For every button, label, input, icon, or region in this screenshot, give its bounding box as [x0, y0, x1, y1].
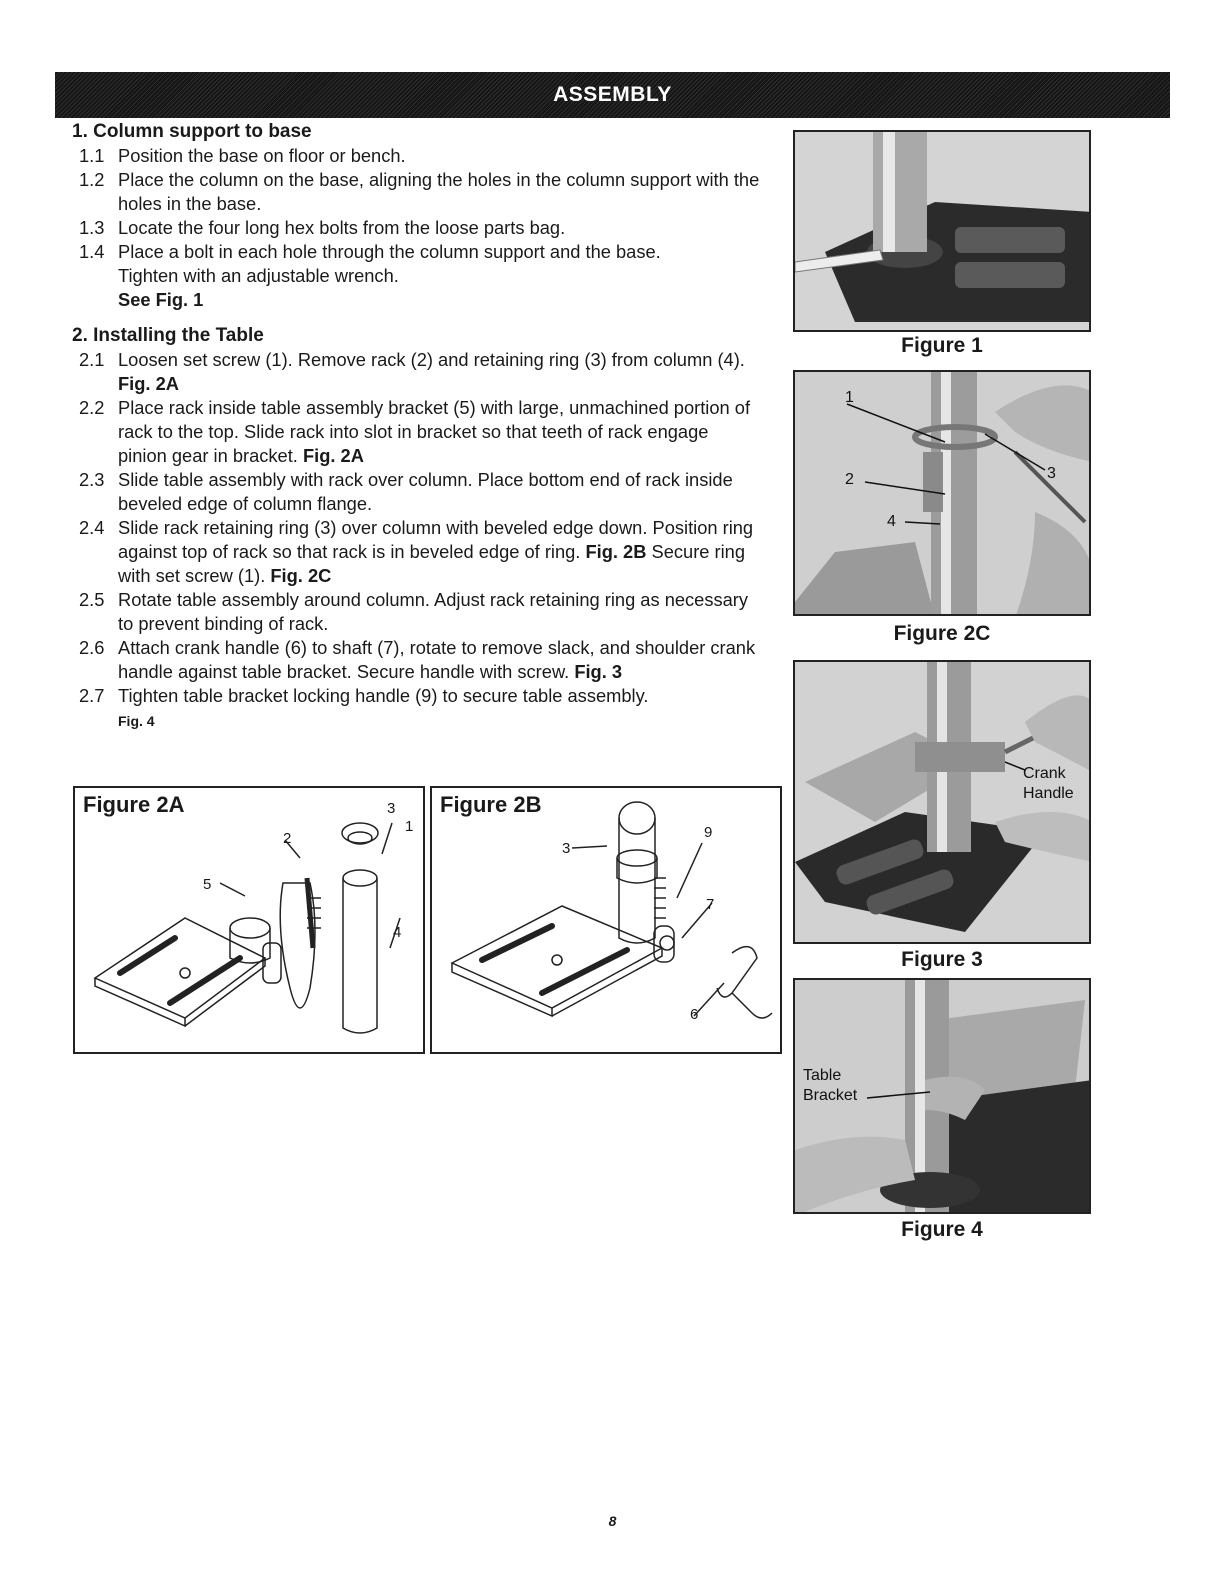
- fig2a-label-2: 2: [283, 830, 292, 847]
- fig2b-label-3: 3: [562, 840, 571, 857]
- figure-2a-diagram: Figure 2A 3 1 2 5 4: [73, 786, 425, 1054]
- figure-2c-caption: Figure 2C: [893, 622, 991, 645]
- fig4-label-table: Table: [803, 1067, 842, 1084]
- figure-2c-photo: 1 2 3 4: [793, 370, 1091, 616]
- figure-4-photo: Table Bracket: [793, 978, 1091, 1214]
- fig3-label-crank: Crank: [1023, 765, 1066, 782]
- figure-3-caption: Figure 3: [901, 948, 983, 971]
- figure-1-caption: Figure 1: [901, 334, 983, 357]
- banner-title: ASSEMBLY: [553, 83, 672, 106]
- fig2a-label-3: 3: [387, 800, 396, 817]
- fig2a-label-4: 4: [393, 924, 402, 941]
- page-number: 8: [608, 1513, 617, 1529]
- step-1-4-extra: Tighten with an adjustable wrench.: [118, 265, 399, 286]
- fig2c-label-2: 2: [845, 471, 854, 488]
- fig2b-label-6: 6: [690, 1006, 699, 1023]
- fig2c-label-3: 3: [1047, 465, 1056, 482]
- figure-1-photo: [793, 130, 1091, 332]
- fig2c-label-1: 1: [845, 389, 854, 406]
- fig2a-label-5: 5: [203, 876, 212, 893]
- section2-heading: 2. Installing the Table: [72, 325, 264, 346]
- see-fig-1: See Fig. 1: [118, 289, 204, 310]
- section-banner: ASSEMBLY: [55, 72, 1170, 118]
- fig3-label-handle: Handle: [1023, 785, 1074, 802]
- figure-2b-diagram: Figure 2B 3 9 7 6: [430, 786, 782, 1054]
- fig4-label-bracket: Bracket: [803, 1087, 858, 1104]
- fig2a-label-1: 1: [405, 818, 414, 835]
- figure-4-caption: Figure 4: [901, 1218, 983, 1241]
- fig2c-label-4: 4: [887, 513, 896, 530]
- section1-heading: 1. Column support to base: [72, 121, 312, 142]
- fig2b-label-9: 9: [704, 824, 713, 841]
- fig-4-ref: Fig. 4: [118, 713, 155, 729]
- figure-2b-title: Figure 2B: [440, 792, 542, 817]
- figure-2a-title: Figure 2A: [83, 792, 185, 817]
- fig2b-label-7: 7: [706, 896, 715, 913]
- figure-3-photo: Crank Handle: [793, 660, 1091, 944]
